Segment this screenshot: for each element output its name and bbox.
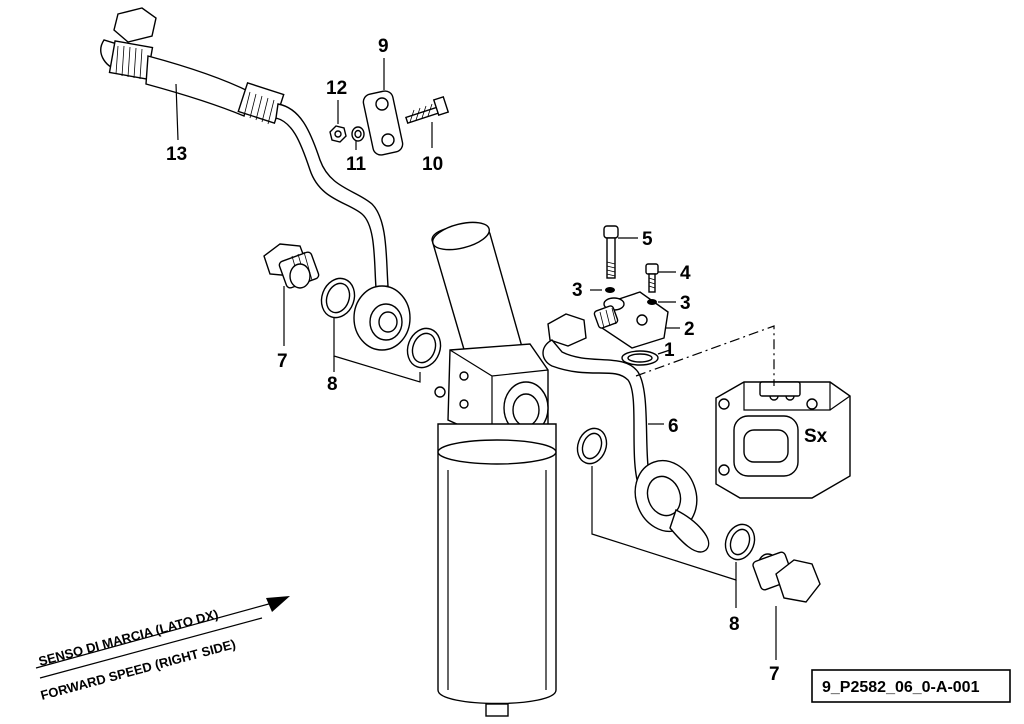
banjo-bolt-right bbox=[752, 551, 821, 603]
clamp-9 bbox=[362, 90, 404, 156]
callout-8-right: 8 bbox=[729, 614, 740, 635]
direction-indicator: SENSO DI MARCIA (LATO DX) FORWARD SPEED … bbox=[35, 596, 290, 703]
banjo-bolt-left bbox=[263, 243, 320, 289]
washers-right bbox=[576, 427, 756, 561]
callout-11: 11 bbox=[346, 154, 367, 175]
callout-5: 5 bbox=[642, 229, 653, 250]
hose-13 bbox=[100, 7, 389, 289]
washer-11 bbox=[351, 126, 365, 142]
direction-arrow-icon bbox=[266, 596, 290, 612]
banjo-fitting-upper bbox=[353, 285, 411, 351]
screw-4 bbox=[645, 263, 659, 293]
callout-4: 4 bbox=[680, 263, 691, 284]
callouts: 13 12 9 11 10 7 8 5 4 3 3 2 1 6 8 7 bbox=[166, 36, 780, 685]
washers-left bbox=[320, 277, 442, 369]
nut-12 bbox=[329, 125, 347, 143]
adapter-flange-2 bbox=[593, 291, 669, 349]
callout-9: 9 bbox=[378, 36, 389, 57]
callout-1: 1 bbox=[664, 340, 675, 361]
callout-13: 13 bbox=[166, 144, 187, 165]
screw-5 bbox=[603, 225, 619, 279]
reference-code-box: 9_P2582_06_0-A-001 bbox=[811, 669, 1011, 703]
reference-code: 9_P2582_06_0-A-001 bbox=[822, 679, 980, 696]
callout-7-right: 7 bbox=[769, 664, 780, 685]
oil-filter-assembly bbox=[431, 221, 557, 717]
leader-lines bbox=[175, 58, 777, 660]
bolt-10 bbox=[405, 95, 450, 124]
pump-label: Sx bbox=[804, 426, 828, 447]
callout-7-left: 7 bbox=[277, 351, 288, 372]
callout-3-right: 3 bbox=[680, 293, 691, 314]
callout-10: 10 bbox=[422, 154, 443, 175]
callout-8-left: 8 bbox=[327, 374, 338, 395]
o-ring-1 bbox=[621, 350, 659, 366]
callout-6: 6 bbox=[668, 416, 679, 437]
pump-sx: Sx bbox=[715, 381, 851, 499]
o-rings-3 bbox=[605, 287, 657, 305]
pipe-6 bbox=[542, 313, 710, 553]
callout-3-left: 3 bbox=[572, 280, 583, 301]
callout-2: 2 bbox=[684, 319, 695, 340]
callout-12: 12 bbox=[326, 78, 347, 99]
